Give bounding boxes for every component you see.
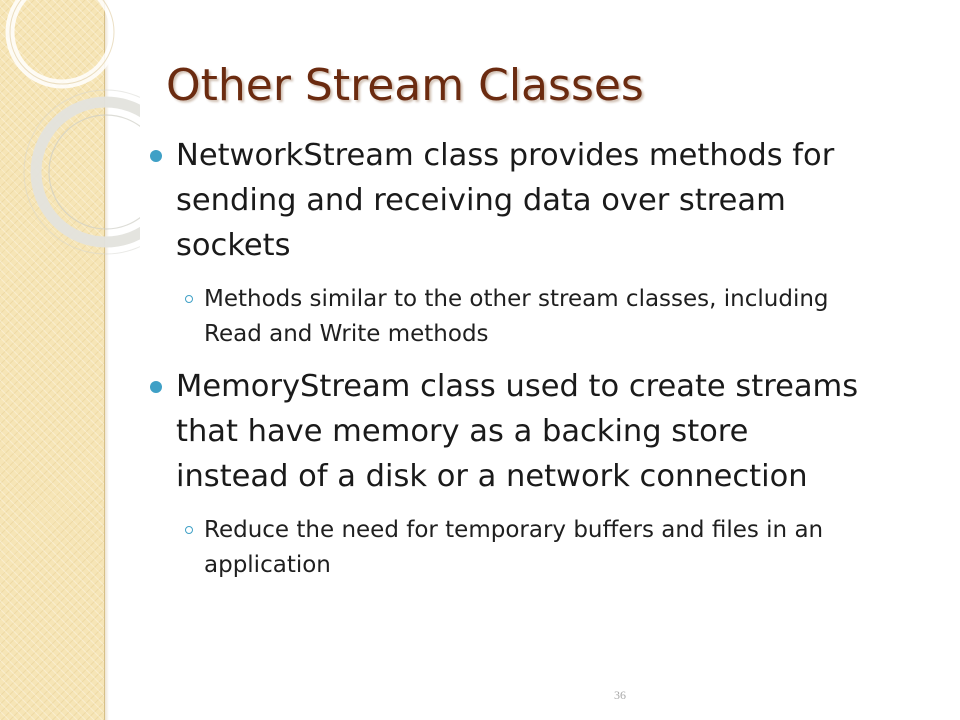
sub-bullet-item: Methods similar to the other stream clas…: [150, 282, 870, 352]
bullet-item: NetworkStream class provides methods for…: [150, 133, 870, 268]
bullet-text: MemoryStream class used to create stream…: [176, 369, 859, 494]
filled-circle-bullet-icon: [150, 150, 162, 162]
sub-bullet-item: Reduce the need for temporary buffers an…: [150, 513, 870, 583]
sub-bullet-text: Methods similar to the other stream clas…: [204, 286, 829, 347]
bullet-text: NetworkStream class provides methods for…: [176, 138, 835, 263]
side-band-shadow: [104, 0, 109, 720]
sub-bullet-text: Reduce the need for temporary buffers an…: [204, 517, 824, 578]
filled-circle-bullet-icon: [150, 381, 162, 393]
slide-number: 36: [614, 688, 626, 702]
decorative-circles-icon: [5, 0, 140, 255]
hollow-circle-bullet-icon: [185, 295, 193, 303]
slide-content: NetworkStream class provides methods for…: [150, 133, 870, 595]
slide-title: Other Stream Classes: [166, 60, 644, 111]
bullet-item: MemoryStream class used to create stream…: [150, 364, 870, 499]
hollow-circle-bullet-icon: [185, 526, 193, 534]
